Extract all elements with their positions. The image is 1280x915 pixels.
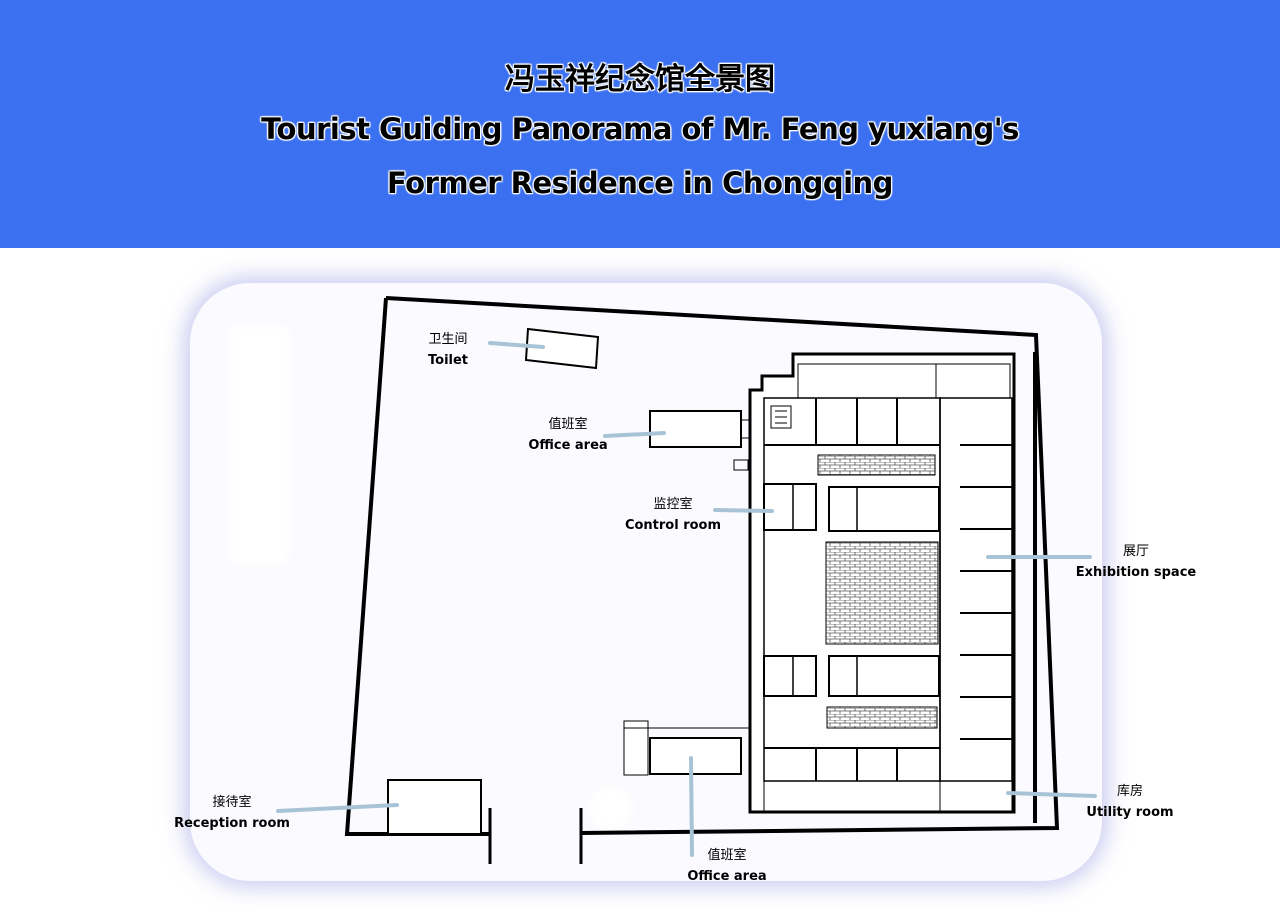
title-banner: 冯玉祥纪念馆全景图 Tourist Guiding Panorama of Mr…: [0, 0, 1280, 248]
label-toilet-cn: 卫生间: [428, 332, 468, 347]
label-utility-cn: 库房: [1116, 784, 1144, 799]
title-chinese: 冯玉祥纪念馆全景图: [505, 62, 775, 97]
glow-mark: [588, 785, 634, 831]
label-control-en: Control room: [624, 518, 722, 533]
glow-mark: [228, 325, 290, 565]
label-exhibition-cn: 展厅: [1122, 544, 1150, 559]
label-reception-cn: 接待室: [212, 795, 252, 810]
paved-areas: [817, 454, 939, 729]
toilet-building: [524, 327, 600, 370]
label-office-bottom-cn: 值班室: [707, 848, 747, 863]
label-control-cn: 监控室: [653, 497, 693, 512]
label-toilet-en: Toilet: [427, 353, 469, 368]
label-exhibition-en: Exhibition space: [1075, 565, 1197, 580]
label-office-top-en: Office area: [528, 438, 608, 453]
leader-lines: [276, 341, 1097, 857]
label-utility-en: Utility room: [1086, 805, 1174, 820]
title-english-line2: Former Residence in Chongqing: [387, 166, 893, 200]
title-english-line1: Tourist Guiding Panorama of Mr. Feng yux…: [261, 112, 1019, 146]
label-reception-en: Reception room: [174, 816, 290, 831]
label-office-bottom-en: Office area: [687, 869, 767, 884]
office-top-building: [649, 410, 756, 448]
reception-building: [387, 779, 482, 835]
office-bottom-building: [623, 720, 760, 776]
label-office-top-cn: 值班室: [548, 417, 588, 432]
